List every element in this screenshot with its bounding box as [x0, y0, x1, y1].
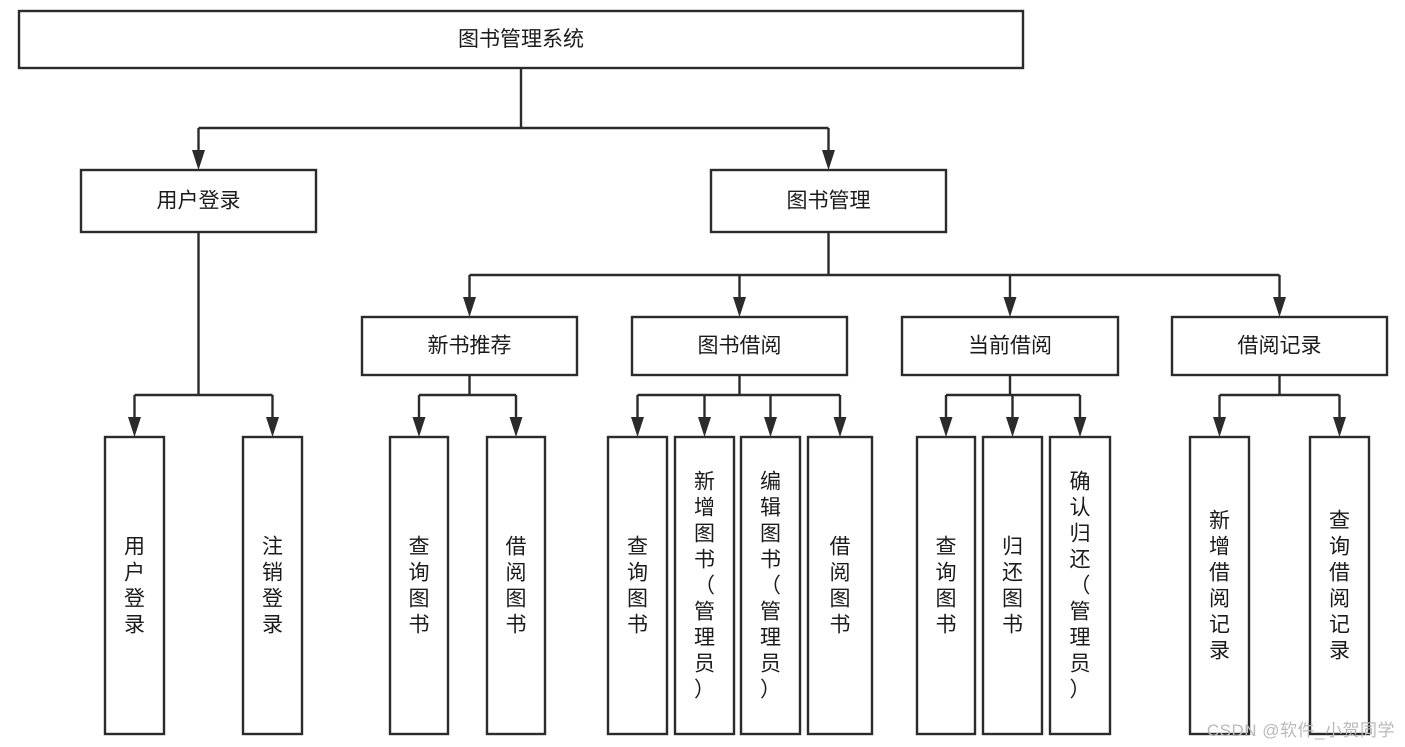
node-label-leaf-query-book-recommend: 查询图书 — [409, 536, 430, 637]
node-leaf-borrow-book-recommend[interactable]: 借阅图书 — [485, 435, 547, 736]
arrowhead-icon-leaf-borrow-book — [833, 417, 847, 437]
node-leaf-edit-book[interactable]: 编辑图书（管理员） — [739, 435, 802, 736]
arrowhead-icon-leaf-user-login — [128, 417, 141, 437]
node-box-leaf-borrow-book-recommend[interactable] — [485, 435, 547, 736]
node-book-management[interactable]: 图书管理 — [709, 168, 948, 234]
node-leaf-query-book-current[interactable]: 查询图书 — [915, 435, 977, 736]
node-book-borrow[interactable]: 图书借阅 — [630, 315, 849, 377]
node-leaf-return-book[interactable]: 归还图书 — [981, 435, 1044, 736]
connector-layer — [128, 68, 1346, 437]
node-box-user-login[interactable] — [79, 168, 318, 234]
arrowhead-icon-book-management — [822, 150, 835, 170]
arrowhead-icon-leaf-query-book-borrow — [631, 417, 644, 437]
arrowhead-icon-leaf-query-book-recommend — [412, 417, 426, 437]
node-new-book-recommend[interactable]: 新书推荐 — [360, 315, 579, 377]
node-leaf-borrow-book[interactable]: 借阅图书 — [806, 435, 874, 736]
arrowhead-icon-leaf-add-book — [698, 417, 711, 437]
node-box-borrow-record[interactable] — [1170, 315, 1389, 377]
node-label-leaf-user-login: 用户登录 — [124, 536, 145, 637]
node-leaf-query-borrow-record[interactable]: 查询借阅记录 — [1308, 435, 1371, 736]
node-box-leaf-edit-book[interactable] — [739, 435, 802, 736]
node-user-login[interactable]: 用户登录 — [79, 168, 318, 234]
node-box-leaf-add-borrow-record[interactable] — [1188, 435, 1251, 736]
node-box-book-borrow[interactable] — [630, 315, 849, 377]
node-leaf-logout[interactable]: 注销登录 — [241, 435, 304, 736]
node-box-leaf-logout[interactable] — [241, 435, 304, 736]
node-box-new-book-recommend[interactable] — [360, 315, 579, 377]
node-borrow-record[interactable]: 借阅记录 — [1170, 315, 1389, 377]
arrowhead-icon-leaf-edit-book — [764, 417, 777, 437]
node-label-new-book-recommend: 新书推荐 — [428, 335, 512, 358]
node-box-leaf-user-login[interactable] — [103, 435, 166, 736]
node-leaf-add-book[interactable]: 新增图书（管理员） — [673, 435, 736, 736]
arrowhead-icon-leaf-return-book — [1006, 417, 1019, 437]
node-label-leaf-query-borrow-record: 查询借阅记录 — [1329, 510, 1350, 663]
node-label-root: 图书管理系统 — [458, 28, 584, 51]
node-leaf-confirm-return[interactable]: 确认归还（管理员） — [1048, 435, 1112, 736]
arrowhead-icon-new-book-recommend — [463, 297, 476, 317]
node-box-leaf-query-book-recommend[interactable] — [388, 435, 450, 736]
node-label-leaf-edit-book: 编辑图书（管理员） — [760, 471, 781, 702]
node-label-leaf-logout: 注销登录 — [262, 536, 283, 637]
node-layer: 图书管理系统用户登录图书管理新书推荐图书借阅当前借阅借阅记录用户登录注销登录查询… — [17, 9, 1389, 736]
node-label-book-borrow: 图书借阅 — [698, 335, 782, 358]
node-current-borrow[interactable]: 当前借阅 — [900, 315, 1120, 377]
arrowhead-icon-leaf-logout — [266, 417, 279, 437]
node-label-borrow-record: 借阅记录 — [1238, 335, 1322, 358]
arrowhead-icon-borrow-record — [1273, 297, 1286, 317]
node-label-book-management: 图书管理 — [787, 190, 871, 213]
node-leaf-add-borrow-record[interactable]: 新增借阅记录 — [1188, 435, 1251, 736]
node-box-leaf-confirm-return[interactable] — [1048, 435, 1112, 736]
arrowhead-icon-user-login — [192, 150, 205, 170]
node-leaf-user-login[interactable]: 用户登录 — [103, 435, 166, 736]
node-box-leaf-borrow-book[interactable] — [806, 435, 874, 736]
arrowhead-icon-current-borrow — [1003, 297, 1017, 317]
node-box-root[interactable] — [17, 9, 1025, 70]
node-label-leaf-add-book: 新增图书（管理员） — [694, 471, 715, 702]
watermark-label: CSDN @软件_小贺同学 — [1206, 721, 1395, 740]
arrowhead-icon-leaf-query-borrow-record — [1333, 417, 1346, 437]
arrowhead-icon-leaf-query-book-current — [939, 417, 953, 437]
node-box-leaf-query-borrow-record[interactable] — [1308, 435, 1371, 736]
node-label-current-borrow: 当前借阅 — [968, 335, 1052, 358]
node-leaf-query-book-recommend[interactable]: 查询图书 — [388, 435, 450, 736]
node-box-leaf-return-book[interactable] — [981, 435, 1044, 736]
arrowhead-icon-leaf-confirm-return — [1073, 417, 1087, 437]
node-box-leaf-query-book-current[interactable] — [915, 435, 977, 736]
node-label-leaf-borrow-book: 借阅图书 — [830, 536, 851, 637]
node-label-leaf-return-book: 归还图书 — [1002, 536, 1023, 637]
node-label-leaf-add-borrow-record: 新增借阅记录 — [1209, 510, 1230, 663]
node-box-leaf-query-book-borrow[interactable] — [606, 435, 669, 736]
node-label-leaf-confirm-return: 确认归还（管理员） — [1070, 471, 1091, 702]
node-label-leaf-query-book-current: 查询图书 — [936, 536, 957, 637]
arrowhead-icon-leaf-borrow-book-recommend — [509, 417, 523, 437]
node-box-leaf-add-book[interactable] — [673, 435, 736, 736]
arrowhead-icon-leaf-add-borrow-record — [1213, 417, 1226, 437]
node-root[interactable]: 图书管理系统 — [17, 9, 1025, 70]
arrowhead-icon-book-borrow — [733, 297, 746, 317]
node-leaf-query-book-borrow[interactable]: 查询图书 — [606, 435, 669, 736]
node-label-leaf-query-book-borrow: 查询图书 — [627, 536, 648, 637]
node-box-current-borrow[interactable] — [900, 315, 1120, 377]
node-box-book-management[interactable] — [709, 168, 948, 234]
node-label-leaf-borrow-book-recommend: 借阅图书 — [506, 536, 527, 637]
node-label-user-login: 用户登录 — [157, 190, 241, 213]
